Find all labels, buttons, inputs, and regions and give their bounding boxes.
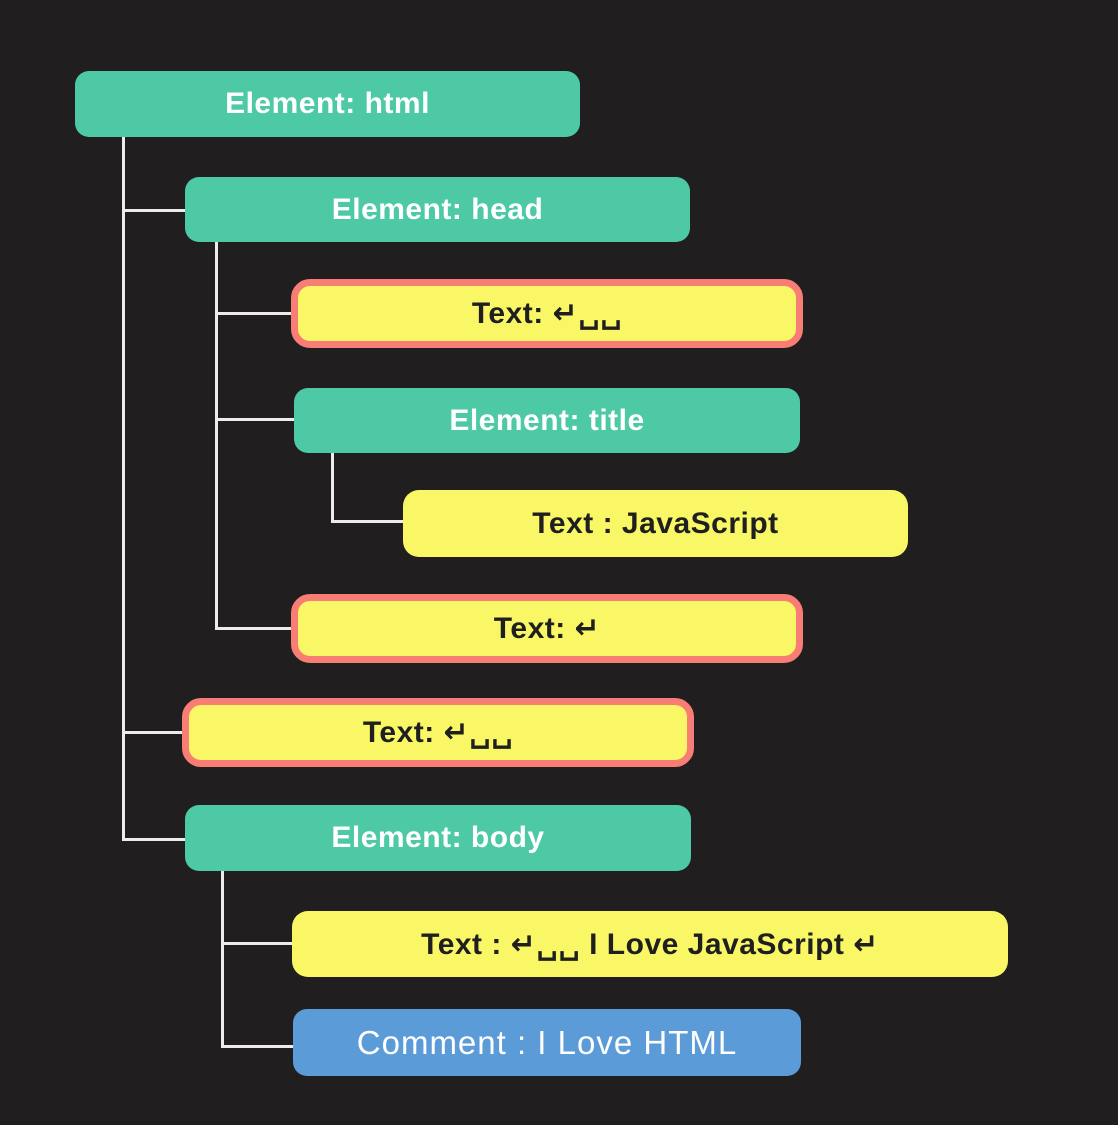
node-text-newline-spaces-1-label: Text: ↵␣␣ <box>471 297 623 330</box>
connector-head-trunk <box>215 242 218 630</box>
node-comment-i-love-html-label: Comment : I Love HTML <box>356 1023 738 1061</box>
node-element-title-label: Element: title <box>449 403 645 437</box>
node-element-html-label: Element: html <box>225 87 430 120</box>
node-text-newline: Text: ↵ <box>291 594 803 663</box>
node-comment-i-love-html: Comment : I Love HTML <box>293 1009 801 1076</box>
node-element-body: Element: body <box>185 805 691 871</box>
node-text-newline-spaces-2: Text: ↵␣␣ <box>182 698 694 767</box>
connector-title-trunk <box>331 453 334 523</box>
connector-body-to-comment <box>221 1045 294 1048</box>
connector-body-trunk <box>221 871 224 1048</box>
node-element-body-label: Element: body <box>331 821 545 854</box>
connector-head-to-text <box>215 312 292 315</box>
connector-html-trunk <box>122 137 125 841</box>
node-text-newline-spaces-1: Text: ↵␣␣ <box>291 279 803 348</box>
node-text-i-love-javascript-label: Text : ↵␣␣ I Love JavaScript ↵ <box>421 927 879 961</box>
node-element-title: Element: title <box>294 388 800 453</box>
connector-head-to-title <box>215 418 295 421</box>
node-text-javascript-label: Text : JavaScript <box>532 506 779 540</box>
connector-title-to-text <box>331 520 404 523</box>
connector-html-to-head <box>122 209 186 212</box>
node-text-i-love-javascript: Text : ↵␣␣ I Love JavaScript ↵ <box>292 911 1008 977</box>
connector-html-to-text <box>122 731 183 734</box>
connector-html-to-body <box>122 838 186 841</box>
node-element-head: Element: head <box>185 177 690 242</box>
node-text-javascript: Text : JavaScript <box>403 490 908 557</box>
node-text-newline-spaces-2-label: Text: ↵␣␣ <box>362 716 514 749</box>
node-element-html: Element: html <box>75 71 580 137</box>
node-element-head-label: Element: head <box>331 192 544 226</box>
node-text-newline-label: Text: ↵ <box>493 612 601 645</box>
connector-body-to-text <box>221 942 293 945</box>
connector-head-to-text2 <box>215 627 292 630</box>
